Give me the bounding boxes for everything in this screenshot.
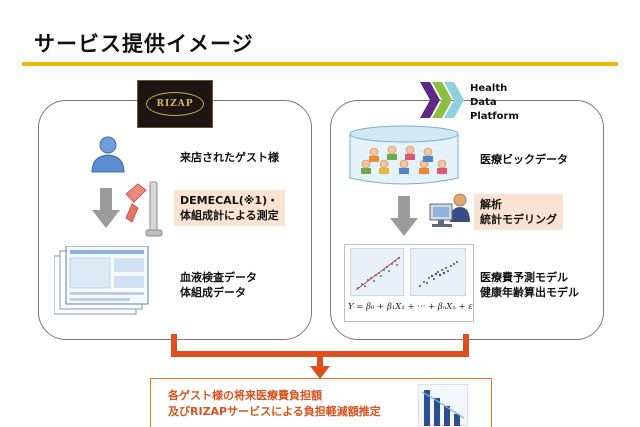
guest-person-icon (91, 136, 125, 173)
hdp-logo-line: Platform (470, 111, 519, 122)
prediction-model-label-line1: 医療費予測モデル (480, 271, 568, 284)
hdp-logo-icon (420, 82, 464, 118)
scatter-plot-icon (410, 248, 466, 296)
measurement-label-line1: DEMECAL(※1)・ (180, 194, 279, 207)
page-title: サービス提供イメージ (34, 32, 254, 56)
title-underline (22, 62, 618, 66)
prediction-model-label: 医療費予測モデル 健康年齢算出モデル (480, 270, 579, 300)
data-sheets-icon (54, 246, 149, 315)
blood-data-label-line1: 血液検査データ (180, 271, 257, 284)
result-line2: 及びRIZAPサービスによる負担軽減額推定 (168, 405, 381, 418)
analysis-label-line1: 解析 (480, 198, 502, 211)
down-arrow-icon (390, 196, 418, 236)
prediction-model-label-line2: 健康年齢算出モデル (480, 286, 579, 299)
regression-formula: Y = β₀ + β₁X₁ + ··· + βₙXₙ + ε (348, 302, 473, 312)
hdp-logo-line: Health (470, 83, 508, 94)
merge-arrow (171, 334, 469, 379)
analysis-label: 解析 統計モデリング (474, 194, 563, 230)
declining-bar-chart-icon (418, 384, 468, 426)
hdp-logo-line: Data (470, 97, 497, 108)
rizap-logo-text: RIZAP (146, 92, 204, 116)
measurement-label-line2: 体組成計による測定 (180, 209, 279, 222)
measuring-device-icon (125, 181, 163, 237)
analyst-computer-icon (429, 193, 470, 227)
blood-data-label: 血液検査データ 体組成データ (180, 270, 257, 300)
result-line1: 各ゲスト様の将来医療費負担額 (168, 389, 322, 402)
guest-label: 来店されたゲスト様 (180, 151, 279, 164)
hdp-logo-text: Health Data Platform (470, 82, 519, 124)
result-text: 各ゲスト様の将来医療費負担額 及びRIZAPサービスによる負担軽減額推定 (168, 388, 381, 420)
scatter-plot-icon (350, 248, 404, 296)
big-data-database-icon (349, 125, 459, 185)
rizap-logo: RIZAP (137, 80, 213, 128)
down-arrow-icon (92, 188, 120, 228)
blood-data-label-line2: 体組成データ (180, 286, 246, 299)
analysis-label-line2: 統計モデリング (480, 213, 557, 226)
measurement-label: DEMECAL(※1)・ 体組成計による測定 (174, 190, 285, 226)
big-data-label: 医療ビックデータ (480, 153, 568, 166)
